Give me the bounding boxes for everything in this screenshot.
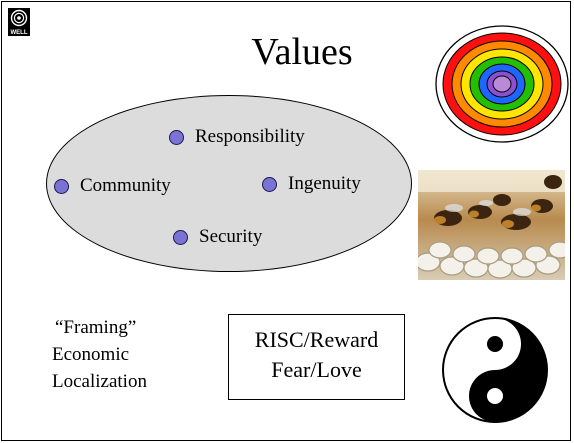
bullet-icon [173, 229, 188, 245]
value-label: Community [80, 175, 171, 196]
box-line: Fear/Love [271, 357, 362, 382]
svg-text:WELL: WELL [11, 30, 28, 36]
bullet-icon [169, 129, 184, 145]
box-line: RISC/Reward [254, 327, 379, 352]
well-logo-icon: WELL [8, 8, 30, 36]
value-label: Ingenuity [288, 173, 361, 194]
yin-yang-icon [441, 316, 549, 429]
risc-reward-box: RISC/Reward Fear/Love [228, 314, 405, 400]
value-ingenuity: Ingenuity [262, 173, 361, 195]
framing-line: “Framing” [55, 317, 137, 338]
value-community: Community [54, 175, 171, 197]
bee-photo [418, 170, 565, 280]
value-responsibility: Responsibility [169, 126, 305, 148]
slide-title: Values [251, 31, 353, 73]
framing-line: Economic [52, 344, 130, 365]
target-icon [435, 25, 569, 148]
value-label: Security [199, 226, 263, 247]
value-label: Responsibility [195, 126, 305, 147]
bullet-icon [54, 178, 69, 194]
bullet-icon [262, 176, 277, 192]
values-oval [46, 95, 412, 272]
value-security: Security [173, 226, 262, 248]
framing-line: Localization [52, 371, 147, 392]
framing-text: “Framing” Economic Localization [52, 314, 147, 395]
